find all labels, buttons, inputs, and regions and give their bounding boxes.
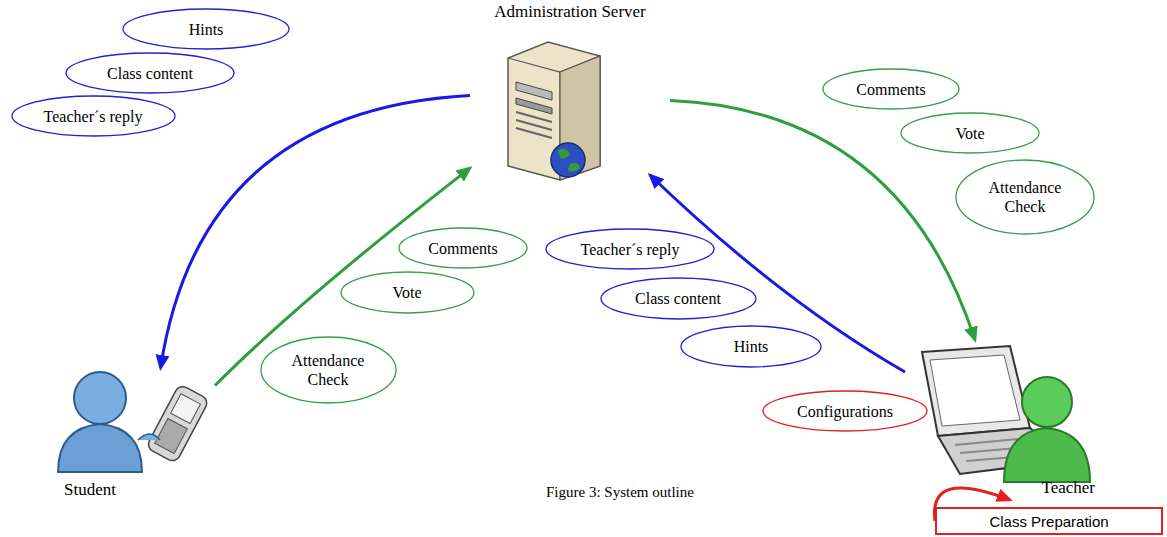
node-label: Teacher´s reply <box>581 240 680 259</box>
oval-node: Comments <box>822 68 960 110</box>
node-label: Vote <box>955 124 984 143</box>
teacher-node: Teacher <box>905 340 1105 500</box>
node-label: Class Preparation <box>989 513 1108 530</box>
oval-node: Comments <box>398 227 528 269</box>
server-icon <box>508 42 600 180</box>
node-label: Configurations <box>797 402 893 421</box>
node-label: Hints <box>734 337 769 356</box>
node-label: Teacher´s reply <box>44 107 143 126</box>
teacher-icon <box>922 346 1090 482</box>
node-label: Student <box>64 480 116 500</box>
student-icon <box>58 372 209 472</box>
figure-caption: Figure 3: System outline <box>546 484 694 501</box>
oval-node: Attendance Check <box>955 159 1095 235</box>
oval-node: Class content <box>65 52 235 94</box>
node-label: Comments <box>428 239 497 258</box>
oval-node: Teacher´s reply <box>11 95 176 137</box>
oval-node: Teacher´s reply <box>545 228 715 270</box>
student-node: Student <box>50 368 215 503</box>
server-node: Administration Server <box>470 2 670 175</box>
oval-node: Class content <box>600 277 757 320</box>
oval-node: Vote <box>900 112 1040 154</box>
oval-node: Attendance Check <box>260 336 397 404</box>
flow-arrow <box>650 175 905 372</box>
oval-node: Hints <box>122 8 290 50</box>
oval-outline <box>260 336 397 404</box>
node-label: Administration Server <box>494 2 646 22</box>
node-label: Class content <box>635 289 721 308</box>
oval-node: Hints <box>680 325 822 368</box>
node-label: Hints <box>189 20 224 39</box>
oval-node: Configurations <box>762 390 928 432</box>
oval-node: Vote <box>340 271 475 314</box>
node-label: Class content <box>107 64 193 83</box>
node-label: Teacher <box>1041 478 1095 498</box>
node-label: Vote <box>392 283 421 302</box>
node-label: Attendance Check <box>975 178 1075 216</box>
node-label: Comments <box>856 80 925 99</box>
task-box: Class Preparation <box>935 507 1163 535</box>
oval-outline <box>955 159 1095 235</box>
node-label: Attendance Check <box>278 351 378 389</box>
